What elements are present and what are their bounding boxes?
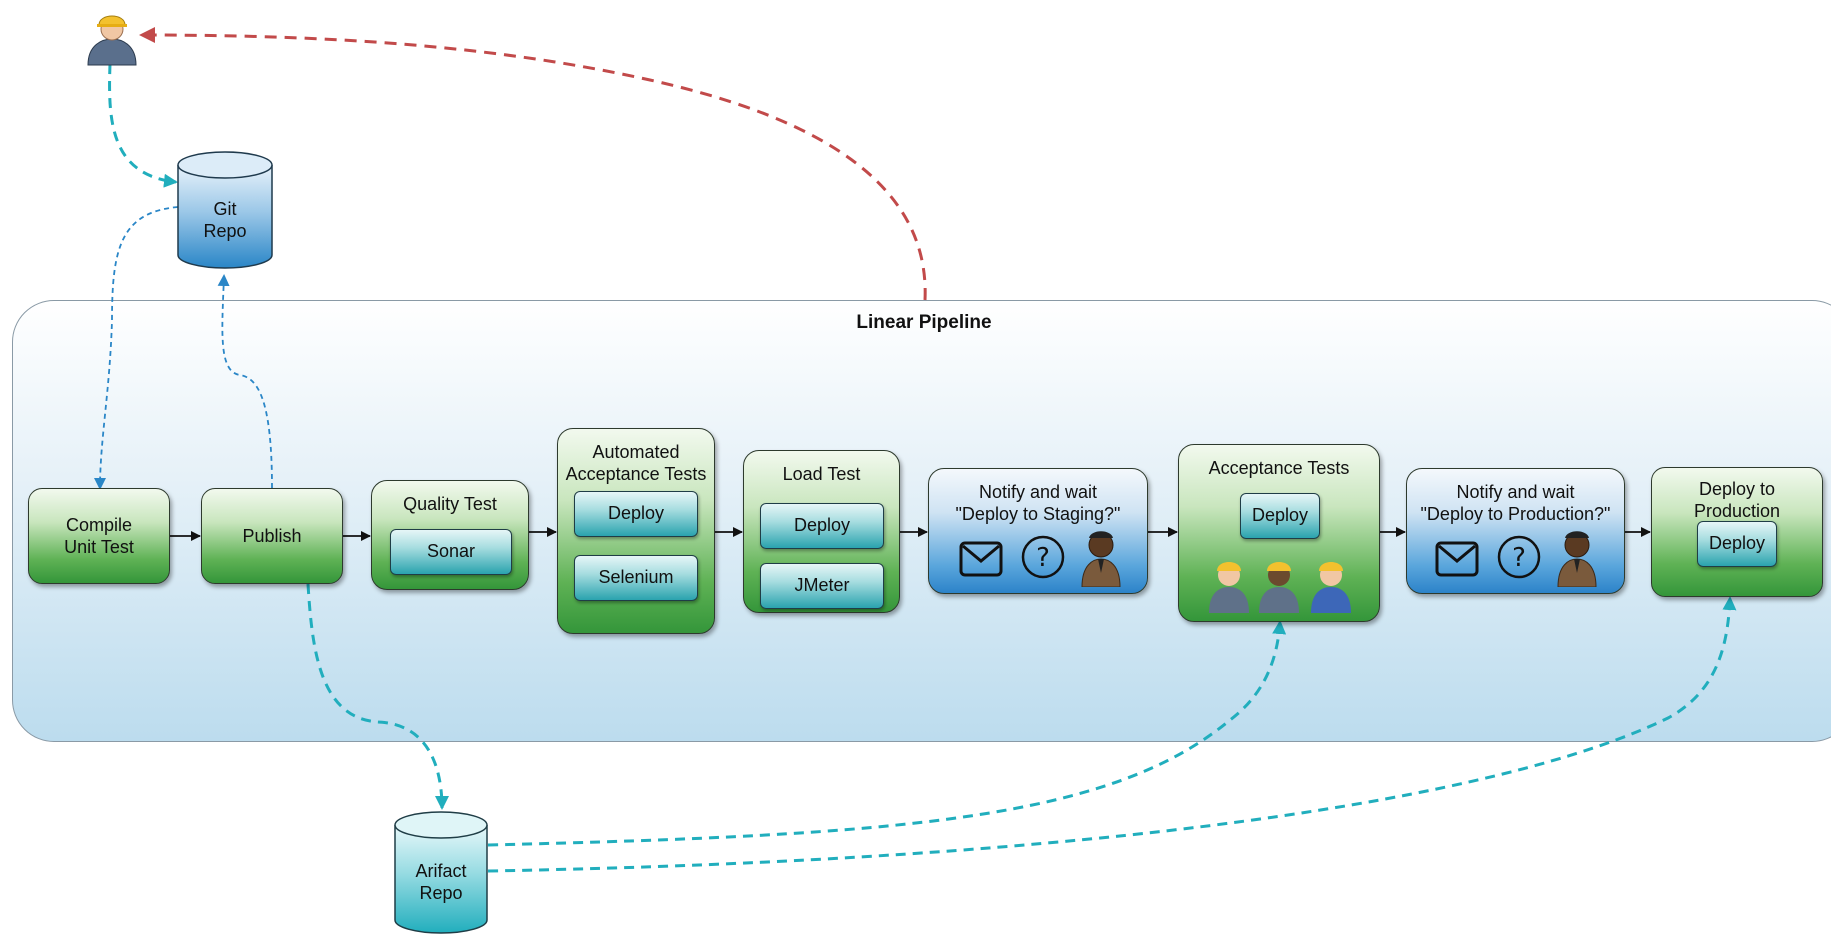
stage-automated-acceptance-tests: Automated Acceptance Tests Deploy Seleni… xyxy=(557,428,715,634)
tester-group-icon xyxy=(1209,562,1351,613)
deploy-button-load-label: Deploy xyxy=(793,515,851,535)
stage-deploy-production-line1: Deploy to xyxy=(1698,479,1776,499)
git-to-compile-arrow xyxy=(94,206,179,490)
feedback-to-developer-arrow xyxy=(139,27,927,301)
deploy-button-production-label: Deploy xyxy=(1708,533,1766,553)
stage-deploy-production: Deploy to Production Deploy xyxy=(1651,467,1823,597)
security-guard-icon xyxy=(1557,531,1597,587)
stage-notify-staging-line1: Notify and wait xyxy=(978,482,1098,502)
artifact-to-acceptance-arrow xyxy=(487,620,1287,847)
selenium-button-label: Selenium xyxy=(598,567,674,587)
stage-quality-title: Quality Test xyxy=(403,494,497,514)
sonar-button[interactable]: Sonar xyxy=(390,529,512,575)
git-repo-label-line2: Repo xyxy=(203,221,247,241)
artifact-to-production-arrow xyxy=(487,596,1737,873)
git-repo-label: Git Repo xyxy=(178,198,272,242)
question-icon: ? xyxy=(1021,535,1065,579)
stage-automated-line1: Automated xyxy=(592,442,680,462)
developer-icon xyxy=(87,15,137,66)
stage-load-title: Load Test xyxy=(782,464,861,484)
artifact-repo-cylinder xyxy=(394,811,488,934)
stage-automated-line2: Acceptance Tests xyxy=(565,464,707,484)
git-repo-cylinder xyxy=(177,151,273,269)
pipeline-flow-arrows xyxy=(170,527,1651,541)
deploy-button-production[interactable]: Deploy xyxy=(1697,521,1777,567)
artifact-repo-label: Arifact Repo xyxy=(395,860,487,904)
question-icon: ? xyxy=(1497,535,1541,579)
stage-load-test: Load Test Deploy JMeter xyxy=(743,450,900,613)
deploy-button-acceptance-label: Deploy xyxy=(1251,505,1309,525)
stage-notify-staging: Notify and wait "Deploy to Staging?" ? xyxy=(928,468,1148,594)
security-guard-icon xyxy=(1081,531,1121,587)
jmeter-button[interactable]: JMeter xyxy=(760,563,884,609)
deploy-button-acceptance[interactable]: Deploy xyxy=(1240,493,1320,539)
stage-publish: Publish xyxy=(201,488,343,584)
selenium-button[interactable]: Selenium xyxy=(574,555,698,601)
jmeter-button-label: JMeter xyxy=(794,575,850,595)
developer-to-git-arrow xyxy=(108,63,178,188)
svg-text:?: ? xyxy=(1512,543,1526,573)
publish-to-git-arrow xyxy=(217,274,273,489)
artifact-repo-label-line1: Arifact xyxy=(415,861,467,881)
stage-compile-line2: Unit Test xyxy=(64,537,134,557)
stage-acceptance-tests: Acceptance Tests Deploy xyxy=(1178,444,1380,622)
sonar-button-label: Sonar xyxy=(426,541,476,561)
stage-deploy-production-line2: Production xyxy=(1693,501,1781,521)
pipeline-title: Linear Pipeline xyxy=(856,312,992,333)
stage-publish-label: Publish xyxy=(242,526,302,546)
publish-to-artifact-arrow xyxy=(306,583,449,810)
envelope-icon xyxy=(1435,541,1479,577)
stage-notify-production-line2: "Deploy to Production?" xyxy=(1420,504,1611,524)
stage-notify-production: Notify and wait "Deploy to Production?" … xyxy=(1406,468,1625,594)
stage-notify-production-line1: Notify and wait xyxy=(1456,482,1575,502)
svg-text:?: ? xyxy=(1036,543,1050,573)
stage-quality-test: Quality Test Sonar xyxy=(371,480,529,590)
stage-compile-line1: Compile xyxy=(65,515,133,535)
deploy-button-load[interactable]: Deploy xyxy=(760,503,884,549)
stage-notify-staging-line2: "Deploy to Staging?" xyxy=(955,504,1121,524)
git-repo-label-line1: Git xyxy=(213,199,237,219)
deploy-button-automated[interactable]: Deploy xyxy=(574,491,698,537)
stage-compile-unit-test: Compile Unit Test xyxy=(28,488,170,584)
deploy-button-automated-label: Deploy xyxy=(607,503,665,523)
envelope-icon xyxy=(959,541,1003,577)
stage-acceptance-title: Acceptance Tests xyxy=(1208,458,1350,478)
artifact-repo-label-line2: Repo xyxy=(419,883,463,903)
